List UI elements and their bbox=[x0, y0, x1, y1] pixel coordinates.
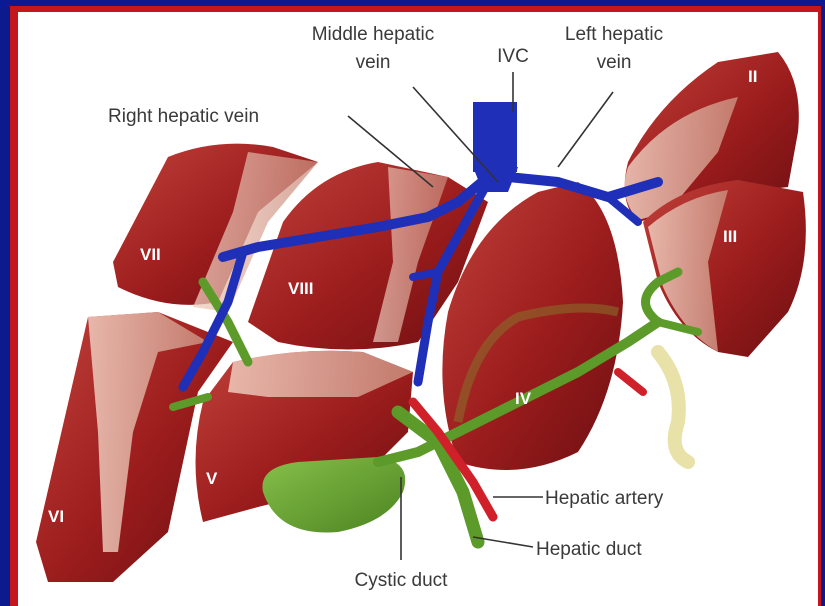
segment-vii-label: VII bbox=[140, 245, 161, 264]
segment-vi-label: VI bbox=[48, 507, 64, 526]
hepatic-duct-label: Hepatic duct bbox=[536, 539, 642, 560]
segment-viii-label: VIII bbox=[288, 279, 314, 298]
middle-hepatic-vein-label-line2: vein bbox=[356, 52, 391, 73]
segment-iv-label: IV bbox=[515, 389, 532, 408]
segment-iii-label: III bbox=[723, 227, 737, 246]
hepatic-artery-label: Hepatic artery bbox=[545, 488, 664, 509]
left-hepatic-vein-label-line2: vein bbox=[597, 52, 632, 73]
ivc-label: IVC bbox=[497, 46, 529, 67]
liver-segments-diagram: Middle hepatic vein IVC Left hepatic vei… bbox=[18, 12, 818, 606]
segment-iii bbox=[643, 180, 806, 357]
left-hepatic-vein-label-line1: Left hepatic bbox=[565, 24, 663, 45]
cystic-duct-label: Cystic duct bbox=[355, 570, 449, 591]
right-hepatic-vein-label: Right hepatic vein bbox=[108, 106, 259, 127]
diagram-panel: Middle hepatic vein IVC Left hepatic vei… bbox=[18, 12, 818, 606]
gallbladder bbox=[262, 457, 405, 533]
middle-hepatic-vein-label-line1: Middle hepatic bbox=[312, 24, 435, 45]
segment-v-label: V bbox=[206, 469, 218, 488]
segment-ii-label: II bbox=[748, 67, 757, 86]
